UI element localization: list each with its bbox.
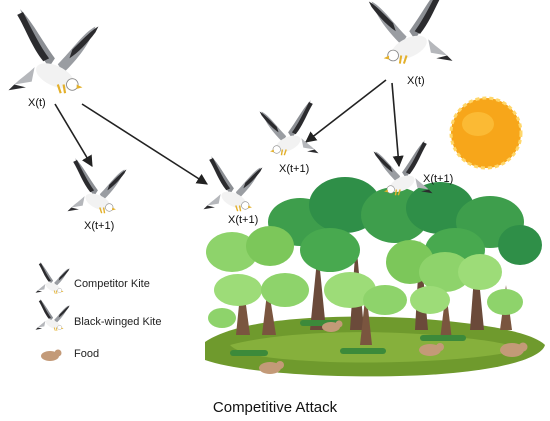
- food-item-4: [500, 342, 528, 357]
- competitor-kite-right-parent: [367, 0, 454, 65]
- food-item-2: [419, 343, 444, 356]
- label-right-child-2: X(t+1): [423, 173, 454, 185]
- arrow-right-to-child-1: [305, 79, 387, 143]
- arrow-left-to-child-2: [81, 103, 208, 185]
- kite-right-child-1: [258, 99, 320, 157]
- competitor-kite-left-parent: [7, 8, 100, 95]
- label-left-child-2: X(t+1): [228, 214, 259, 226]
- label-left-child-1: X(t+1): [84, 220, 115, 232]
- kite-left-child-1: [66, 157, 128, 215]
- label-right-parent: X(t): [407, 75, 425, 87]
- food-item-3: [259, 361, 284, 374]
- label-left-parent: X(t): [28, 97, 46, 109]
- arrow-right-to-child-2: [391, 82, 404, 168]
- kite-left-child-2: [202, 155, 264, 213]
- forest: [206, 177, 542, 356]
- arrow-left-to-child-1: [54, 103, 93, 167]
- legend-competitor-label: Competitor Kite: [74, 278, 150, 290]
- sun-icon: [449, 96, 523, 170]
- legend-food-icon: [41, 349, 62, 361]
- legend-black-winged-kite-icon: [35, 298, 71, 332]
- figure-caption: Competitive Attack: [212, 399, 338, 416]
- kite-right-child-2: [372, 139, 434, 197]
- legend-competitor-kite-icon: [35, 261, 71, 295]
- label-right-child-1: X(t+1): [279, 163, 310, 175]
- legend-food-label: Food: [74, 348, 100, 360]
- food-item-1: [322, 320, 343, 332]
- legend-black-winged-label: Black-winged Kite: [74, 316, 162, 328]
